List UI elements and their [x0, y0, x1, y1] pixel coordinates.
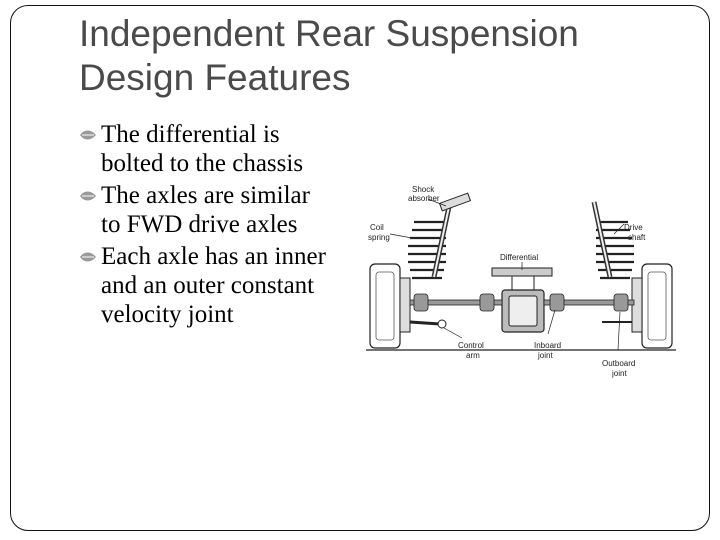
- label-control-arm: arm: [466, 351, 480, 360]
- suspension-diagram-svg: Shock absorber Coil spring Differential …: [366, 185, 676, 378]
- right-shock-absorber: [591, 201, 613, 278]
- leaf-arrow-icon: [80, 252, 96, 262]
- left-coil-spring: [408, 220, 446, 280]
- label-differential: Differential: [500, 253, 538, 262]
- bullet-item: The differential is bolted to the chassi…: [79, 120, 369, 178]
- label-shock-absorber: Shock: [412, 185, 435, 194]
- bullet-line: and an outer constant: [101, 272, 315, 299]
- differential: [491, 267, 553, 333]
- right-wheel: [631, 263, 673, 349]
- title-line-2: Design Features: [79, 57, 351, 98]
- bullet-item: Each axle has an inner and an outer cons…: [79, 242, 369, 329]
- label-drive-shaft: Drive: [624, 223, 643, 232]
- leaf-arrow-icon: [80, 130, 96, 140]
- bullet-item: The axles are similar to FWD drive axles: [79, 181, 369, 239]
- bullet-list: The differential is bolted to the chassi…: [79, 120, 369, 332]
- leaf-arrow-icon: [80, 191, 96, 201]
- leader-lines: [389, 198, 625, 351]
- left-drive-shaft: [409, 293, 503, 312]
- suspension-diagram: Shock absorber Coil spring Differential …: [362, 182, 680, 388]
- label-inboard-joint: Inboard: [534, 341, 561, 350]
- label-drive-shaft: shaft: [628, 233, 646, 242]
- slide-title: Independent Rear Suspension Design Featu…: [79, 12, 679, 100]
- title-line-1: Independent Rear Suspension: [79, 13, 579, 54]
- right-drive-shaft: [543, 293, 635, 312]
- bullet-line: The axles are similar: [101, 182, 310, 209]
- bullet-line: bolted to the chassis: [101, 150, 304, 177]
- label-outboard-joint: Outboard: [602, 359, 635, 368]
- left-wheel: [369, 263, 411, 349]
- slide-frame: [10, 5, 710, 531]
- label-control-arm: Control: [458, 341, 484, 350]
- label-coil-spring: spring: [368, 233, 390, 242]
- label-outboard-joint: joint: [611, 369, 627, 378]
- right-coil-spring: [596, 220, 634, 280]
- bullet-line: The differential is: [101, 121, 280, 148]
- label-inboard-joint: joint: [537, 351, 553, 360]
- bullet-line: velocity joint: [101, 301, 234, 328]
- control-arm: [409, 319, 632, 329]
- left-shock-absorber: [431, 192, 472, 278]
- label-shock-absorber: absorber: [408, 194, 440, 203]
- label-coil-spring: Coil: [370, 223, 384, 232]
- bullet-line: Each axle has an inner: [101, 243, 326, 270]
- bullet-line: to FWD drive axles: [101, 211, 298, 238]
